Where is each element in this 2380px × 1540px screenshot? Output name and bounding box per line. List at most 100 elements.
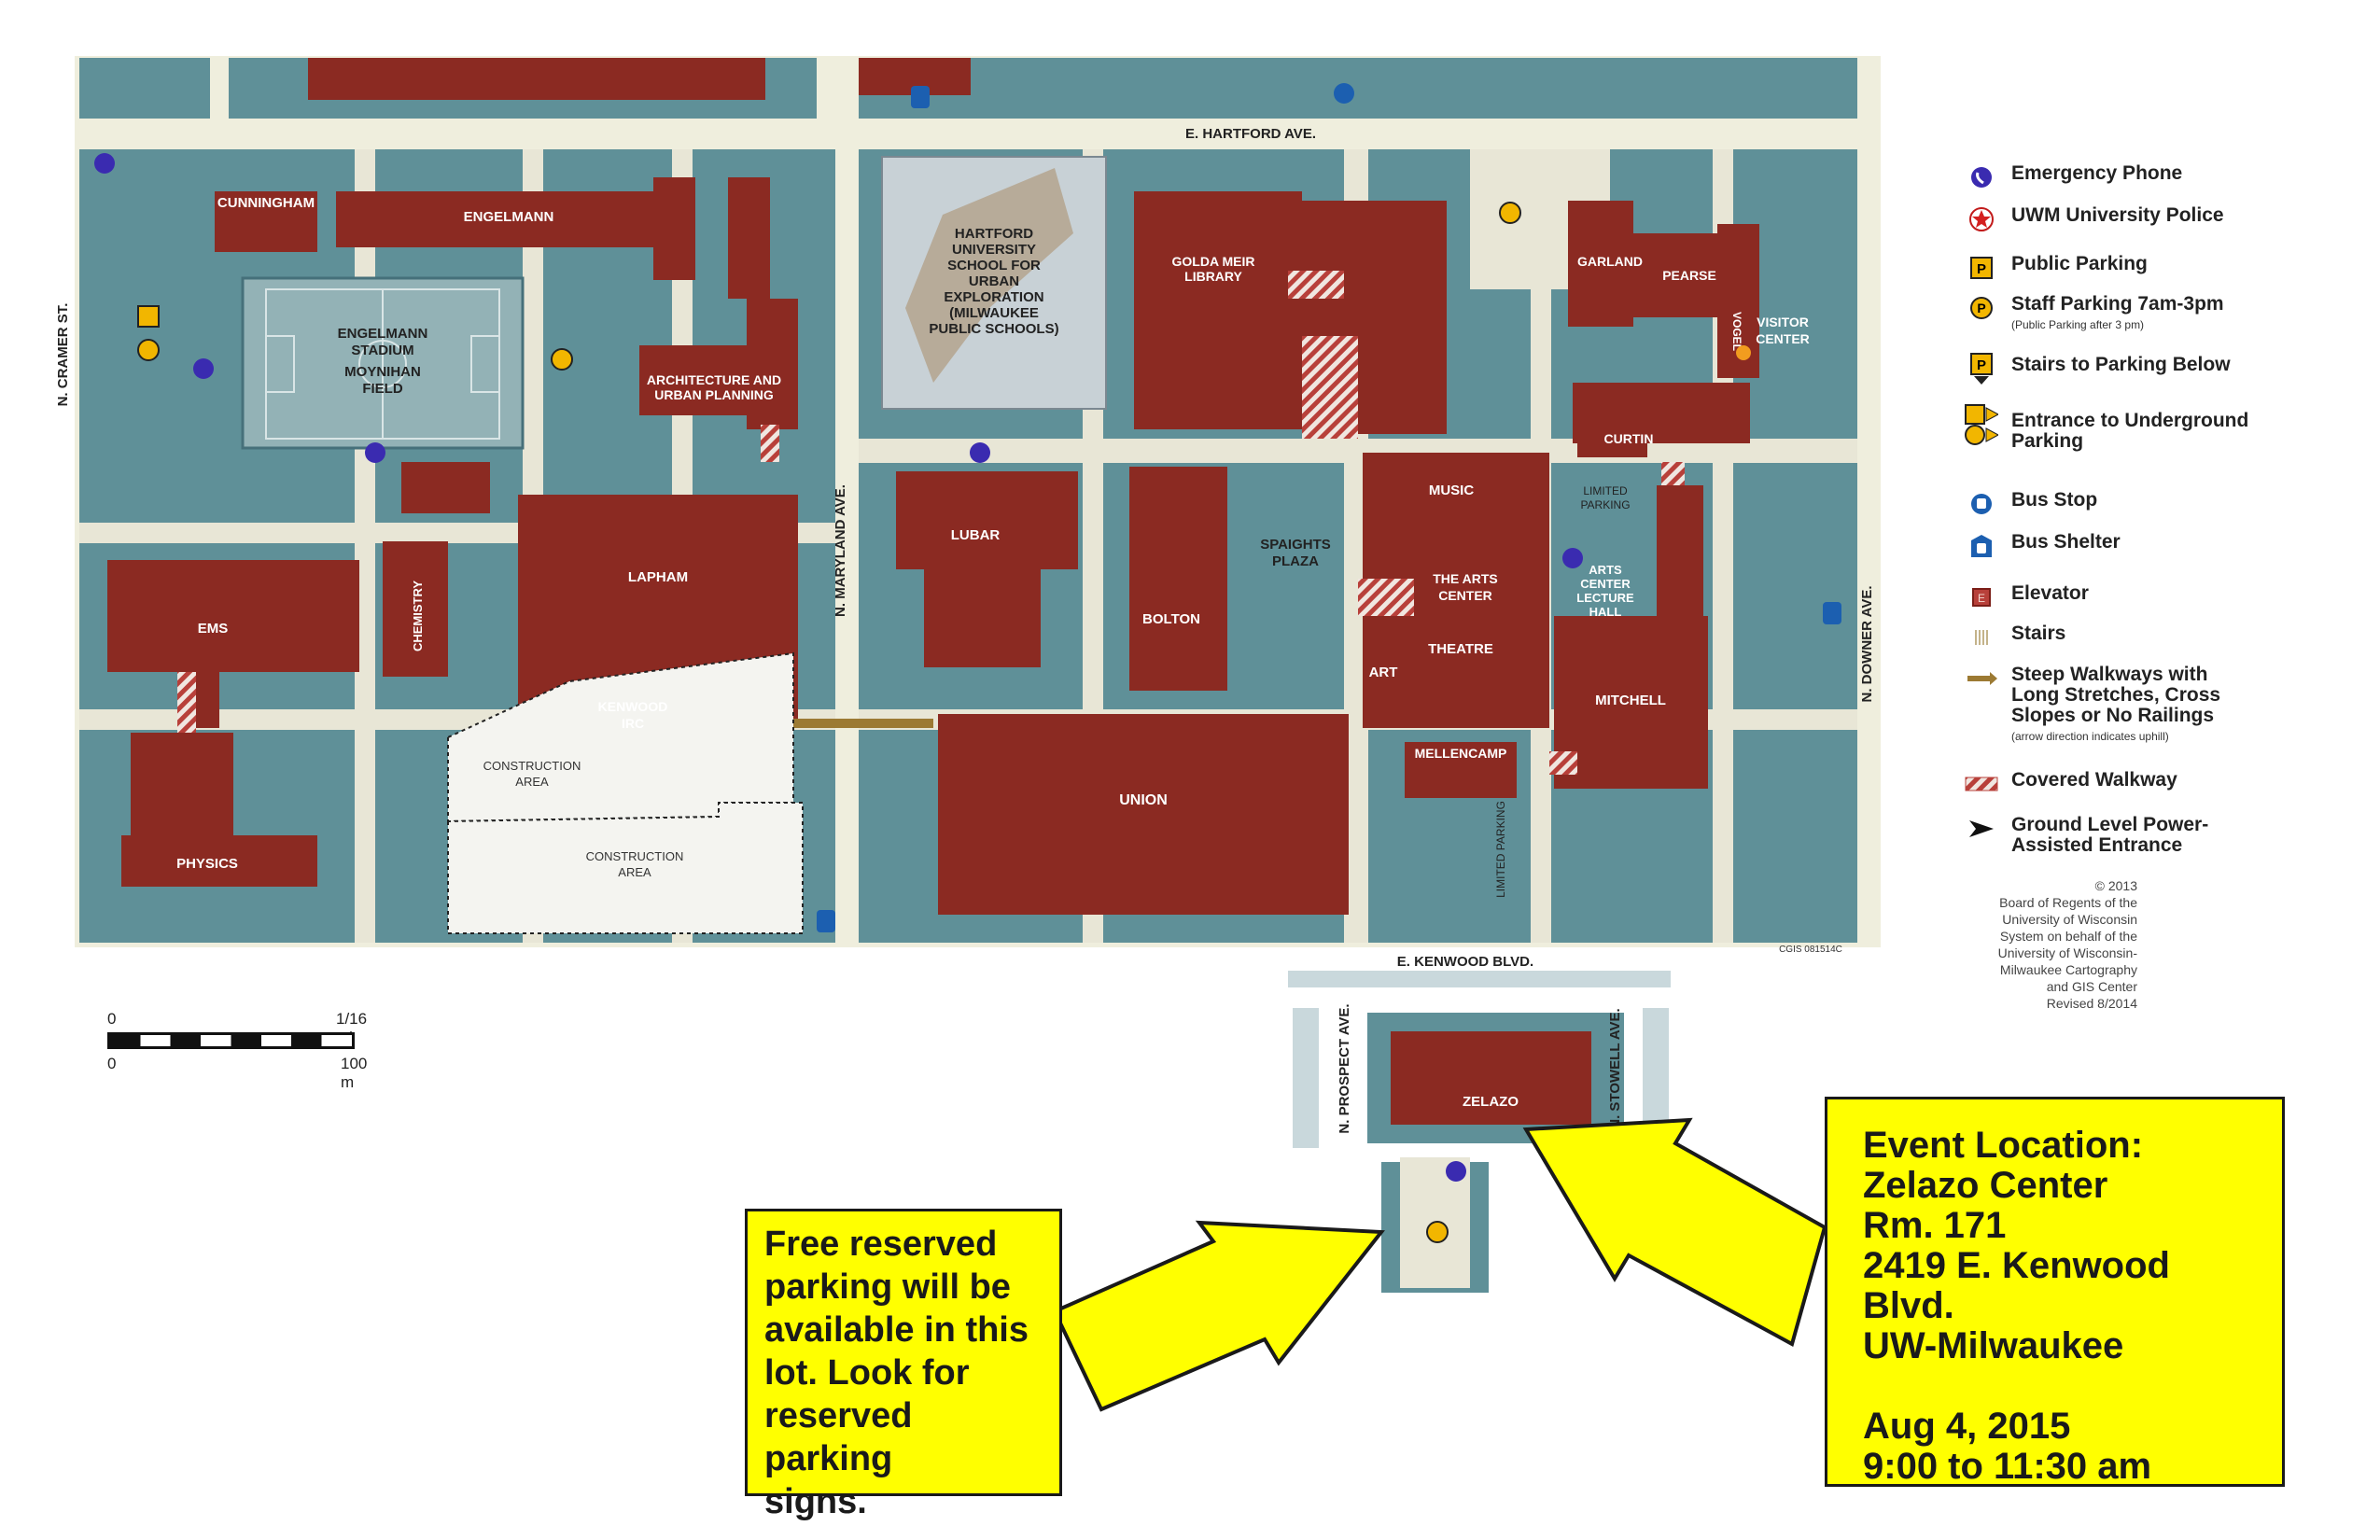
- label-kenwood-2: IRC: [622, 716, 644, 731]
- stairs-to-parking-icon: P: [1965, 353, 1998, 385]
- steep-walkway: [728, 719, 933, 728]
- callout-line: parking will be: [764, 1267, 1011, 1307]
- bus-stop-icon: [911, 86, 930, 108]
- label-architecture-2: URBAN PLANNING: [654, 387, 774, 402]
- label-physics: PHYSICS: [176, 856, 238, 872]
- visitor-center-dot: [1736, 345, 1751, 360]
- label-spaights-1: SPAIGHTS: [1260, 537, 1331, 553]
- callout-line: Rm. 171: [1863, 1205, 2007, 1246]
- label-kenwood-1: KENWOOD: [598, 699, 668, 714]
- label-school-4: URBAN: [969, 273, 1019, 289]
- label-visitor-1: VISITOR: [1757, 315, 1809, 329]
- phone-icon: [193, 358, 214, 379]
- hartford-school-footprint: [905, 168, 1073, 383]
- legend-item-underground-parking: Entrance to Underground Parking: [1965, 404, 2254, 452]
- label-stadium-2: STADIUM: [351, 343, 413, 358]
- construction-areas: [447, 651, 804, 934]
- legend-label: Ground Level Power-Assisted Entrance: [2011, 814, 2209, 856]
- public-parking-icon: [137, 305, 160, 328]
- callout-line: 9:00 to 11:30 am: [1863, 1446, 2152, 1487]
- scale-bar: 0 1/16 mi 0 100 m: [103, 1010, 373, 1091]
- stairs-icon: [1965, 623, 1998, 651]
- label-curtin: CURTIN: [1604, 431, 1654, 446]
- legend-item-covered-walkway: Covered Walkway: [1965, 770, 2254, 798]
- public-parking-icon: P: [1965, 254, 1998, 282]
- callout-line: Free reserved: [764, 1225, 998, 1264]
- label-cunningham: CUNNINGHAM: [217, 195, 315, 211]
- legend-item-bus-shelter: Bus Shelter: [1965, 532, 2254, 560]
- bus-shelter-icon: [1965, 532, 1998, 560]
- label-school-2: UNIVERSITY: [952, 242, 1036, 258]
- svg-text:E: E: [1978, 592, 1985, 605]
- label-school-7: PUBLIC SCHOOLS): [929, 321, 1058, 337]
- legend-label: UWM University Police: [2011, 204, 2224, 226]
- callout-line: Aug 4, 2015: [1863, 1406, 2071, 1447]
- label-music: MUSIC: [1429, 483, 1475, 498]
- callout-line: reserved parking: [764, 1396, 913, 1478]
- phone-icon: [1562, 548, 1583, 568]
- legend-sublabel: (arrow direction indicates uphill): [2011, 730, 2169, 743]
- map-symbols: [94, 83, 1841, 1243]
- label-library-1: GOLDA MEIR: [1172, 254, 1255, 269]
- label-mitchell: MITCHELL: [1595, 693, 1666, 708]
- street-label-downer: N. DOWNER AVE.: [1859, 585, 1875, 702]
- label-arts-2: CENTER: [1438, 588, 1492, 603]
- label-architecture-1: ARCHITECTURE AND: [647, 372, 781, 387]
- label-school-5: EXPLORATION: [944, 289, 1043, 305]
- credit-line: University of Wisconsin: [2002, 912, 2137, 927]
- legend-label: Covered Walkway: [2011, 769, 2177, 791]
- scale-m: 100 m: [341, 1055, 368, 1091]
- legend-label: Bus Shelter: [2011, 531, 2121, 553]
- callout-line: lot. Look for: [764, 1353, 970, 1393]
- credit-line: Revised 8/2014: [2046, 996, 2137, 1011]
- label-mellencamp: MELLENCAMP: [1415, 746, 1507, 761]
- label-limited-parking-vertical: LIMITED PARKING: [1494, 801, 1507, 898]
- label-theatre: THEATRE: [1428, 641, 1493, 657]
- covered-walkways: [177, 271, 1685, 775]
- label-pearse: PEARSE: [1662, 268, 1716, 283]
- steep-walkway-icon: [1965, 665, 1998, 693]
- legend-label: Bus Stop: [2011, 489, 2098, 511]
- buildings: [107, 58, 1759, 1125]
- south-street: [1288, 971, 1671, 987]
- legend-item-stairs: Stairs: [1965, 623, 2254, 651]
- credit-line: Milwaukee Cartography: [1999, 962, 2137, 977]
- label-limited-parking-2: PARKING: [1580, 498, 1630, 511]
- label-construction-2a: CONSTRUCTION: [586, 849, 684, 863]
- street-label-kenwood: E. KENWOOD BLVD.: [1397, 954, 1533, 970]
- staff-parking-icon: [1426, 1221, 1449, 1243]
- label-chemistry: CHEMISTRY: [411, 581, 425, 651]
- label-arts-1: THE ARTS: [1433, 571, 1497, 586]
- label-art: ART: [1369, 665, 1398, 680]
- callout-line: UW-Milwaukee: [1863, 1325, 2124, 1366]
- legend-label: Entrance to Underground Parking: [2011, 410, 2249, 452]
- label-lecture-2: CENTER: [1580, 577, 1631, 591]
- credit-line: System on behalf of the: [1999, 929, 2137, 944]
- legend-label: Elevator: [2011, 582, 2089, 604]
- label-lecture-3: LECTURE: [1576, 591, 1634, 605]
- street-label-maryland: N. MARYLAND AVE.: [833, 484, 848, 617]
- street-label-hartford: E. HARTFORD AVE.: [1185, 126, 1316, 142]
- stowell-street-segment: [1643, 1008, 1669, 1148]
- legend-label: Stairs: [2011, 623, 2066, 644]
- legend-item-steep-walkway: Steep Walkways with Long Stretches, Cros…: [1965, 665, 2254, 747]
- bus-stop-icon: [817, 910, 835, 932]
- label-zelazo: ZELAZO: [1463, 1094, 1519, 1110]
- staff-parking-icon: P: [1965, 294, 1998, 322]
- legend-item-emergency-phone: Emergency Phone: [1965, 163, 2254, 191]
- street-label-prospect: N. PROSPECT AVE.: [1337, 1003, 1352, 1133]
- label-school-6: (MILWAUKEE: [949, 305, 1039, 321]
- svg-text:P: P: [1977, 301, 1985, 315]
- label-stadium-3: MOYNIHAN: [344, 364, 421, 380]
- label-stadium-1: ENGELMANN: [338, 326, 428, 342]
- police-star-icon: [1965, 205, 1998, 233]
- legend-label: Emergency Phone: [2011, 162, 2183, 184]
- callout-line: Zelazo Center: [1863, 1165, 2108, 1206]
- label-construction-1b: AREA: [515, 775, 549, 789]
- street-label-cramer: N. CRAMER ST.: [55, 303, 71, 407]
